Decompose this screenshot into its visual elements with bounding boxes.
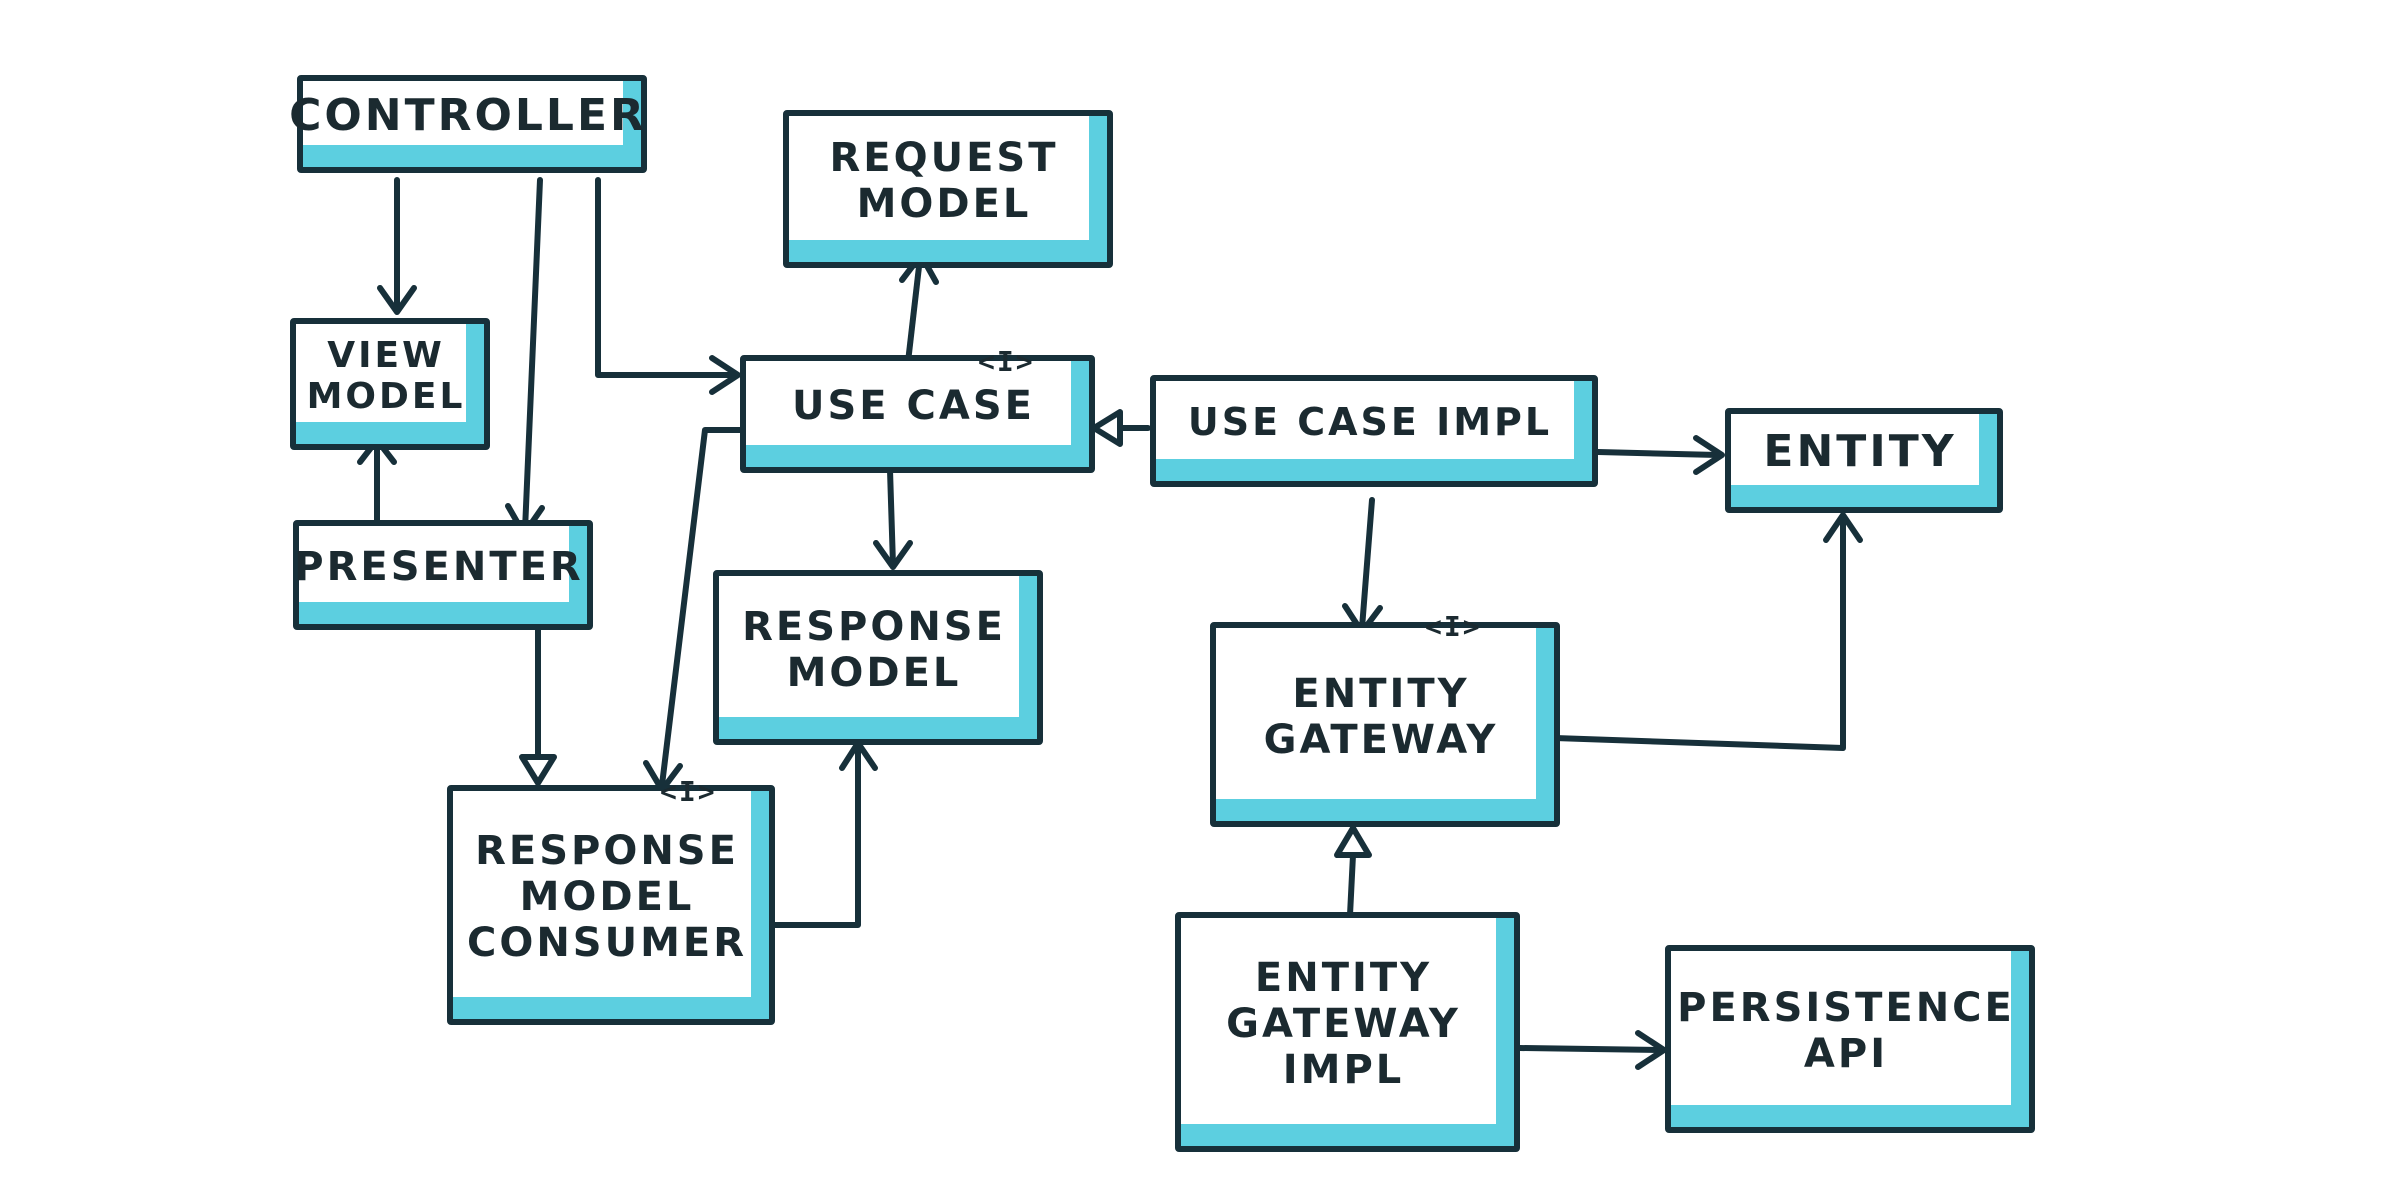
box-entity-gateway-impl-label: ENTITY GATEWAY IMPL <box>1226 955 1461 1093</box>
edge-controller-to-use-case <box>595 177 741 395</box>
edge-controller-to-view-model <box>377 177 417 315</box>
edge-impl-to-entity-gateway <box>1342 497 1383 635</box>
edge-controller-to-presenter <box>505 177 545 537</box>
box-view-model-label: VIEW MODEL <box>306 334 466 417</box>
edge-use-case-to-response-model <box>873 467 913 570</box>
edge-gateway-impl-to-persistence <box>1517 1030 1667 1070</box>
edge-presenter-to-view-model <box>357 437 397 523</box>
box-use-case-label: USE CASE <box>792 383 1035 429</box>
edge-presenter-implements-consumer <box>519 627 557 786</box>
box-persistence-api-label: PERSISTENCE API <box>1677 985 2015 1077</box>
box-use-case-impl[interactable]: USE CASE IMPL <box>1150 375 1598 487</box>
box-entity-gateway-label: ENTITY GATEWAY <box>1263 670 1499 763</box>
box-entity-gateway-impl[interactable]: ENTITY GATEWAY IMPL <box>1175 912 1520 1152</box>
box-entity[interactable]: ENTITY <box>1725 408 2003 513</box>
box-request-model[interactable]: REQUEST MODEL <box>783 110 1113 268</box>
box-use-case-impl-label: USE CASE IMPL <box>1187 400 1553 445</box>
edge-consumer-to-response-model <box>772 740 878 928</box>
edge-use-case-to-request-model <box>899 252 939 365</box>
edge-gateway-to-entity <box>1552 512 1863 751</box>
box-controller-label: CONTROLLER <box>289 89 647 141</box>
box-response-model-consumer-label: RESPONSE MODEL CONSUMER <box>466 828 748 966</box>
entity-gateway-interface-marker: <I> <box>1425 610 1482 643</box>
box-controller[interactable]: CONTROLLER <box>289 75 647 173</box>
box-use-case[interactable]: USE CASE <box>740 355 1095 473</box>
use-case-interface-marker: <I> <box>978 345 1035 378</box>
box-entity-gateway[interactable]: ENTITY GATEWAY <box>1210 622 1560 827</box>
box-request-model-label: REQUEST MODEL <box>829 135 1059 227</box>
edge-impl-to-entity <box>1595 435 1725 475</box>
box-response-model[interactable]: RESPONSE MODEL <box>713 570 1043 745</box>
edge-gateway-impl-implements-gateway <box>1334 825 1372 918</box>
edge-impl-implements-use-case <box>1091 409 1151 447</box>
box-entity-label: ENTITY <box>1763 426 1957 478</box>
box-presenter[interactable]: PRESENTER <box>293 520 593 630</box>
box-presenter-label: PRESENTER <box>294 544 584 590</box>
box-view-model[interactable]: VIEW MODEL <box>290 318 490 450</box>
consumer-interface-marker: <I> <box>660 775 717 808</box>
box-response-model-label: RESPONSE MODEL <box>742 603 1006 696</box>
box-response-model-consumer[interactable]: RESPONSE MODEL CONSUMER <box>447 785 775 1025</box>
box-persistence-api[interactable]: PERSISTENCE API <box>1665 945 2035 1133</box>
